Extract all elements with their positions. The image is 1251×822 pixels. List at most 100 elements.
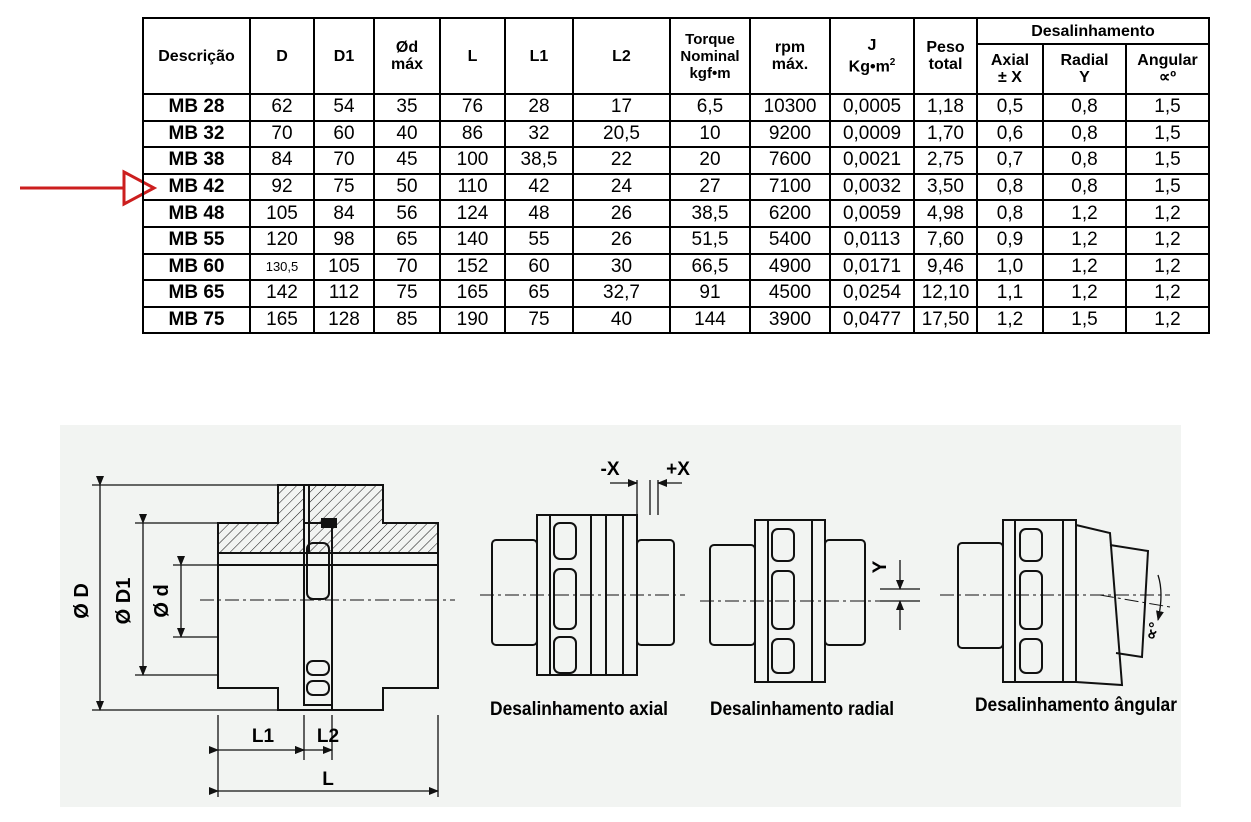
table-cell: 5400: [749, 225, 831, 255]
axial-dimension: [610, 479, 682, 515]
table-cell: 124: [439, 199, 506, 228]
table-cell: 10: [669, 119, 751, 149]
table-cell: 0,8: [1042, 172, 1127, 202]
dim-label-alpha: ∝°: [1142, 620, 1164, 643]
table-cell: 0,0021: [829, 146, 915, 175]
table-cell: 1,5: [1124, 146, 1211, 175]
dim-label-l2: L2: [317, 726, 339, 747]
table-cell: 1,2: [976, 305, 1044, 335]
table-cell: 3900: [749, 305, 831, 335]
table-cell: 20: [669, 146, 751, 175]
table-cell: 105: [249, 199, 315, 228]
table-cell: 142: [249, 279, 315, 308]
table-cell: 0,0254: [829, 279, 915, 308]
dim-label-l1: L1: [252, 726, 275, 747]
table-cell: 27: [669, 172, 751, 202]
model-cell: MB 38: [142, 146, 251, 175]
table-cell: 9200: [749, 119, 831, 149]
table-cell: 40: [373, 119, 441, 149]
model-cell: MB 42: [142, 172, 251, 202]
table-cell: 1,1: [976, 279, 1044, 308]
model-cell: MB 48: [142, 199, 251, 228]
table-cell: 3,50: [913, 172, 978, 202]
table-cell: 0,0005: [829, 93, 915, 122]
table-cell: 165: [439, 279, 506, 308]
caption-axial: Desalinhamento axial: [490, 699, 668, 720]
table-cell: 56: [373, 199, 441, 228]
table-cell: 7600: [749, 146, 831, 175]
table-cell: 70: [313, 146, 375, 175]
table-cell: 1,2: [1124, 199, 1211, 228]
table-cell: 0,0171: [829, 252, 915, 282]
table-cell: 152: [439, 252, 506, 282]
table-cell: 26: [572, 225, 671, 255]
dim-label-y: Y: [870, 560, 891, 573]
table-cell: 100: [439, 146, 506, 175]
table-cell: 0,0059: [829, 199, 915, 228]
table-cell: 54: [313, 93, 375, 122]
table-cell: 1,2: [1042, 199, 1127, 228]
table-cell: 7100: [749, 172, 831, 202]
table-cell: 30: [572, 252, 671, 282]
dim-label-l: L: [322, 769, 334, 790]
table-cell: 60: [504, 252, 574, 282]
angular-arc: [1156, 574, 1164, 621]
header-l1: L1: [504, 17, 574, 95]
table-cell: 120: [249, 225, 315, 255]
dim-label-plus-x: +X: [666, 459, 690, 480]
table-cell: 20,5: [572, 119, 671, 149]
table-cell: 1,5: [1124, 93, 1211, 122]
table-cell: 1,5: [1124, 119, 1211, 149]
table-cell: 1,5: [1124, 172, 1211, 202]
table-cell: 28: [504, 93, 574, 122]
table-cell: 1,2: [1124, 305, 1211, 335]
dim-label-od: Ø D: [71, 583, 93, 619]
table-cell: 140: [439, 225, 506, 255]
table-cell: 0,8: [1042, 146, 1127, 175]
table-cell: 0,5: [976, 93, 1044, 122]
model-cell: MB 55: [142, 225, 251, 255]
table-cell: 0,7: [976, 146, 1044, 175]
table-cell: 1,2: [1124, 252, 1211, 282]
table-cell: 144: [669, 305, 751, 335]
table-cell: 92: [249, 172, 315, 202]
table-cell: 0,0477: [829, 305, 915, 335]
table-cell: 1,70: [913, 119, 978, 149]
table-cell: 165: [249, 305, 315, 335]
table-cell: 0,0032: [829, 172, 915, 202]
table-cell: 1,2: [1042, 225, 1127, 255]
table-cell: 2,75: [913, 146, 978, 175]
table-cell: 4,98: [913, 199, 978, 228]
table-cell: 4900: [749, 252, 831, 282]
header-l: L: [439, 17, 506, 95]
header-axial: Axial± X: [976, 43, 1044, 95]
table-cell: 0,8: [1042, 119, 1127, 149]
table-cell: 1,5: [1042, 305, 1127, 335]
table-cell: 32,7: [572, 279, 671, 308]
table-cell: 1,2: [1042, 279, 1127, 308]
model-cell: MB 60: [142, 252, 251, 282]
table-cell: 6,5: [669, 93, 751, 122]
table-cell: 45: [373, 146, 441, 175]
model-cell: MB 28: [142, 93, 251, 122]
table-cell: 65: [504, 279, 574, 308]
header-descricao: Descrição: [142, 17, 251, 95]
table-cell: 130,5: [249, 252, 315, 282]
table-cell: 0,8: [976, 199, 1044, 228]
table-cell: 76: [439, 93, 506, 122]
table-cell: 12,10: [913, 279, 978, 308]
table-cell: 1,2: [1124, 279, 1211, 308]
table-cell: 0,8: [1042, 93, 1127, 122]
angular-misalignment-view: [957, 519, 1150, 687]
